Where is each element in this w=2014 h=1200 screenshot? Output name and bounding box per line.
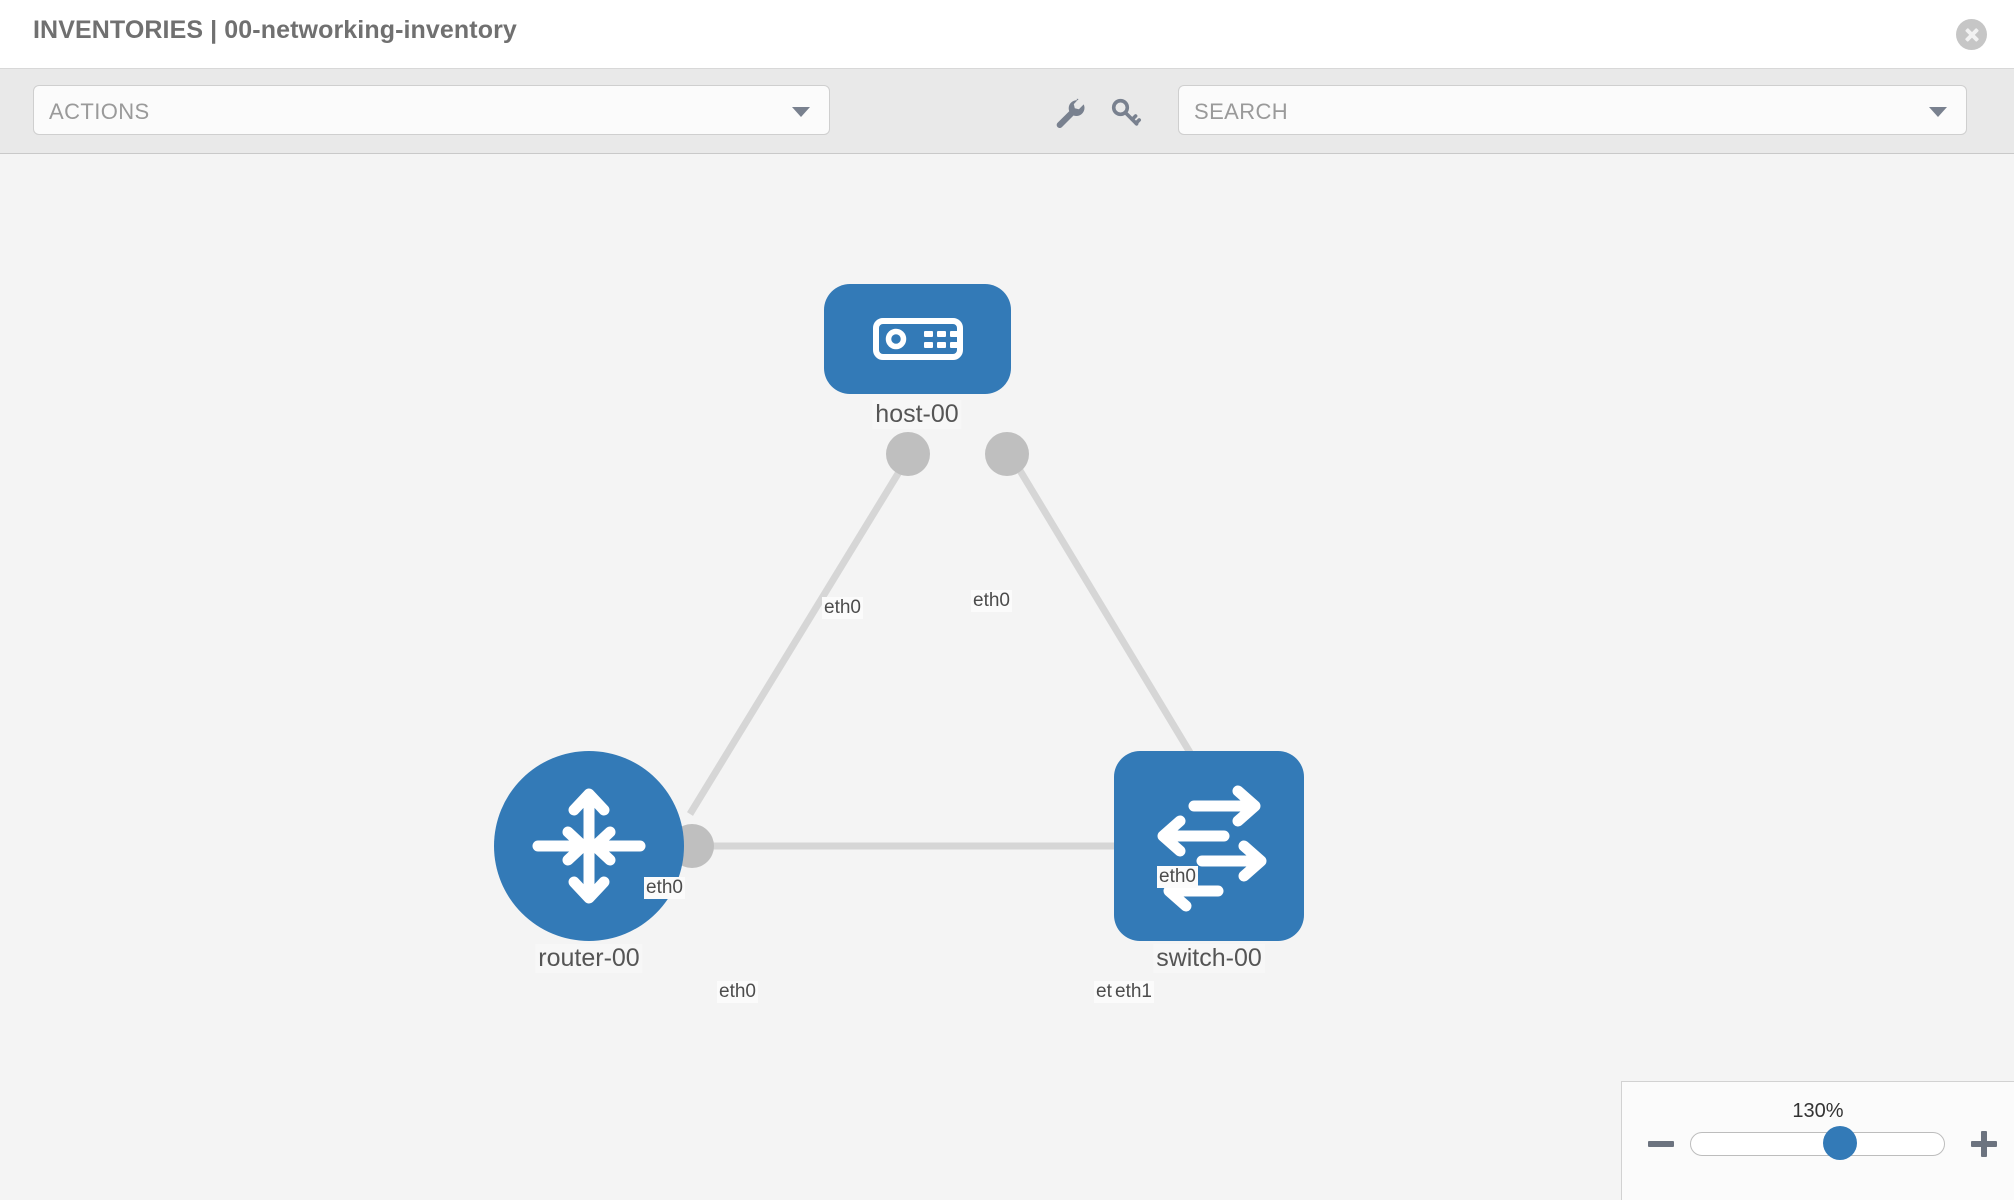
connector-host-left[interactable] <box>886 432 930 476</box>
link-host-router[interactable] <box>687 452 913 816</box>
chevron-down-icon <box>792 107 810 117</box>
wrench-icon[interactable] <box>1053 96 1087 130</box>
node-switch-00[interactable] <box>1114 751 1304 941</box>
page-header: INVENTORIES | 00-networking-inventory <box>0 0 2014 68</box>
node-switch-00-shape <box>1114 751 1304 941</box>
topology-canvas[interactable]: host-00 r <box>0 154 2014 1200</box>
key-icon[interactable] <box>1108 96 1142 130</box>
actions-dropdown-label: ACTIONS <box>49 99 150 124</box>
topology-toolbar: ACTIONS SEARCH <box>0 68 2014 154</box>
link-host-switch[interactable] <box>1007 452 1218 796</box>
node-router-00[interactable] <box>494 751 684 941</box>
zoom-slider-track[interactable] <box>1690 1132 1945 1156</box>
zoom-slider-thumb[interactable] <box>1822 1126 1857 1160</box>
node-host-00-shape <box>824 284 1011 394</box>
connector-host-right[interactable] <box>985 432 1029 476</box>
minus-icon-bar <box>1648 1141 1674 1147</box>
server-icon <box>873 318 963 360</box>
minus-icon[interactable] <box>1648 1131 1674 1157</box>
zoom-control-panel: 130% <box>1621 1081 2014 1200</box>
chevron-down-icon[interactable] <box>1929 107 1947 117</box>
node-host-00[interactable] <box>824 284 1011 394</box>
close-icon[interactable] <box>1956 19 1987 50</box>
search-placeholder: SEARCH <box>1194 99 1289 124</box>
plus-icon-bar-v <box>1981 1131 1987 1157</box>
zoom-level-label: 130% <box>1792 1100 1844 1122</box>
switch-arrows-icon <box>1157 785 1267 912</box>
actions-dropdown[interactable]: ACTIONS <box>33 85 830 135</box>
plus-icon[interactable] <box>1971 1131 1997 1157</box>
router-arrows-icon <box>532 788 646 904</box>
page-title: INVENTORIES | 00-networking-inventory <box>33 16 517 44</box>
search-input[interactable]: SEARCH <box>1178 85 1967 135</box>
